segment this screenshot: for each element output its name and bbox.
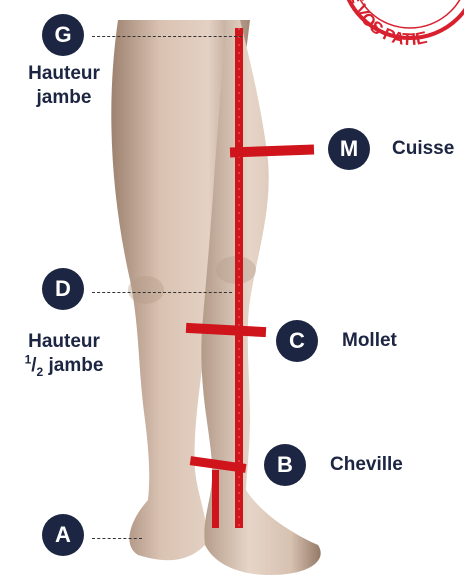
stamp-badge: E VOS PATIE (342, 0, 464, 49)
marker-a: A (42, 514, 84, 556)
marker-m: M (328, 128, 370, 170)
leader-line-a (92, 538, 142, 539)
leader-line-g (92, 36, 242, 37)
label-hauteur-jambe: Hauteur jambe (8, 62, 120, 110)
marker-d: D (42, 268, 84, 310)
marker-g: G (42, 14, 84, 56)
marker-c: C (276, 320, 318, 362)
label-cheville: Cheville (330, 453, 403, 477)
foot-tape (212, 470, 219, 528)
label-mollet: Mollet (342, 329, 397, 353)
marker-b: B (264, 444, 306, 486)
leader-line-d (92, 292, 232, 293)
label-cuisse: Cuisse (392, 137, 454, 161)
label-hauteur-demi-jambe: Hauteur 1/2 jambe (8, 330, 120, 378)
